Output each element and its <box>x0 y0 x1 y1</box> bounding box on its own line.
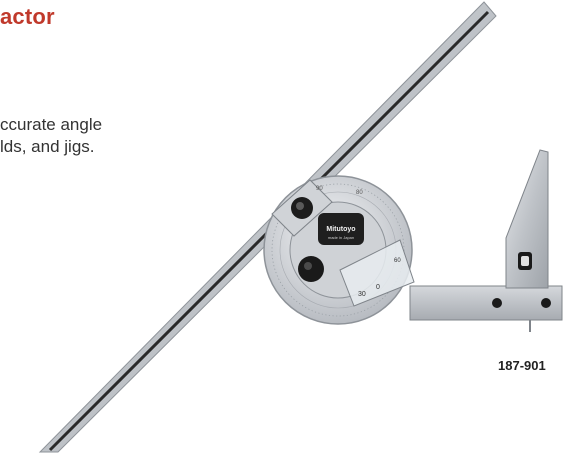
dial-label-60: 60 <box>394 258 401 264</box>
page-title: actor <box>0 4 55 29</box>
dial-label-30: 30 <box>358 291 366 298</box>
product-description: ccurate angle lds, and jigs. <box>0 114 102 158</box>
brand-label: Mitutoyo <box>326 226 355 233</box>
screw-icon <box>541 298 551 308</box>
screw-icon <box>492 298 502 308</box>
blade-clamp <box>271 179 333 237</box>
acute-angle-attachment <box>505 149 549 289</box>
description-line-1: ccurate angle <box>0 115 103 134</box>
dial-label-90: 90 <box>316 186 323 192</box>
magnifier-window: 30 0 60 <box>339 239 415 307</box>
dial-label-0: 0 <box>376 284 380 291</box>
dial-label-80: 80 <box>356 190 363 196</box>
protractor-stock <box>409 285 563 332</box>
brand-sub-label: made in Japan <box>328 235 354 240</box>
description-line-2: lds, and jigs. <box>0 137 95 156</box>
brand-plate: Mitutoyo made in Japan <box>318 213 364 245</box>
lock-knob-icon <box>298 256 324 282</box>
model-number: 187-901 <box>498 358 546 373</box>
